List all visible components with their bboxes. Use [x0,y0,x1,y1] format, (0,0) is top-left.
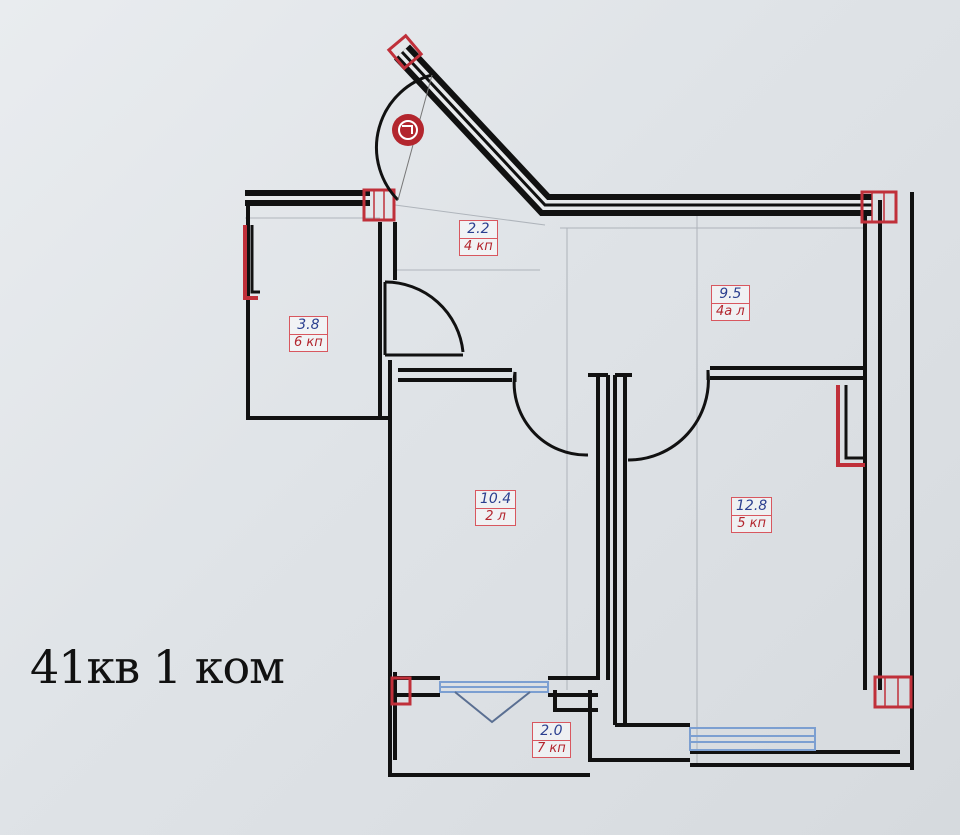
room-code: 6 кп [294,335,323,350]
room-code: 2 л [485,509,506,524]
room-area: 12.8 [732,498,772,516]
room-area: 2.0 [533,723,570,741]
room-label-bedroom: 12.8 5 кп [731,497,773,533]
exterior-band-walls [245,44,872,216]
bedroom-window [689,727,816,751]
construction-lines [245,195,865,765]
walls [246,190,914,777]
accent-walls [243,225,865,467]
room-label-kitchen: 9.5 4а л [711,285,750,321]
room-code: 7 кп [537,741,566,756]
room-label-bathroom: 3.8 6 кп [289,316,328,352]
room-code: 5 кп [737,516,766,531]
balcony-door-window [439,681,549,724]
room-area: 10.4 [476,491,516,509]
column-markers [362,33,913,709]
bedroom-door [627,370,710,462]
living-room-door [512,371,589,457]
entrance-badge-icon [392,114,424,146]
room-code: 4а л [716,304,745,319]
room-label-living: 10.4 2 л [475,490,517,526]
room-label-hall: 2.2 4 кп [459,220,498,256]
room-area: 9.5 [712,286,749,304]
accent-walls-dark [250,225,865,460]
room-label-balcony: 2.0 7 кп [532,722,571,758]
room-area: 3.8 [290,317,327,335]
apartment-caption: 41кв 1 ком [30,640,285,694]
room-code: 4 кп [464,239,493,254]
room-area: 2.2 [460,221,497,239]
column-marker-lines [373,190,899,707]
bathroom-door [383,280,465,357]
